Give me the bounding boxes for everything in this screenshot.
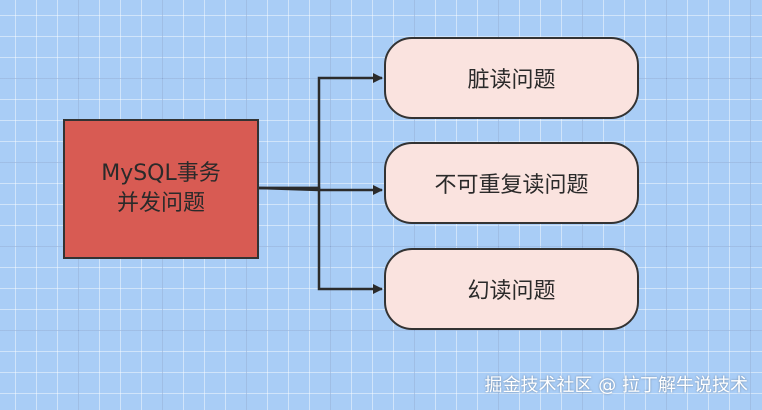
- target-node-label: 脏读问题: [467, 68, 556, 93]
- watermark: 掘金技术社区 @ 拉丁解牛说技术: [484, 375, 748, 396]
- edge-to-phantom-read: [259, 186, 383, 294]
- source-node-line-1: MySQL事务: [101, 161, 221, 186]
- source-node-label: MySQL事务 并发问题: [101, 159, 221, 219]
- edge-to-dirty-read: [259, 73, 383, 190]
- target-node-label: 幻读问题: [467, 279, 556, 304]
- target-node-phantom-read: 幻读问题: [384, 248, 639, 330]
- target-node-non-repeatable-read: 不可重复读问题: [384, 142, 639, 224]
- target-node-label: 不可重复读问题: [434, 173, 589, 198]
- source-node-mysql-concurrency: MySQL事务 并发问题: [63, 119, 259, 259]
- target-node-dirty-read: 脏读问题: [384, 37, 639, 119]
- source-node-line-2: 并发问题: [116, 191, 205, 216]
